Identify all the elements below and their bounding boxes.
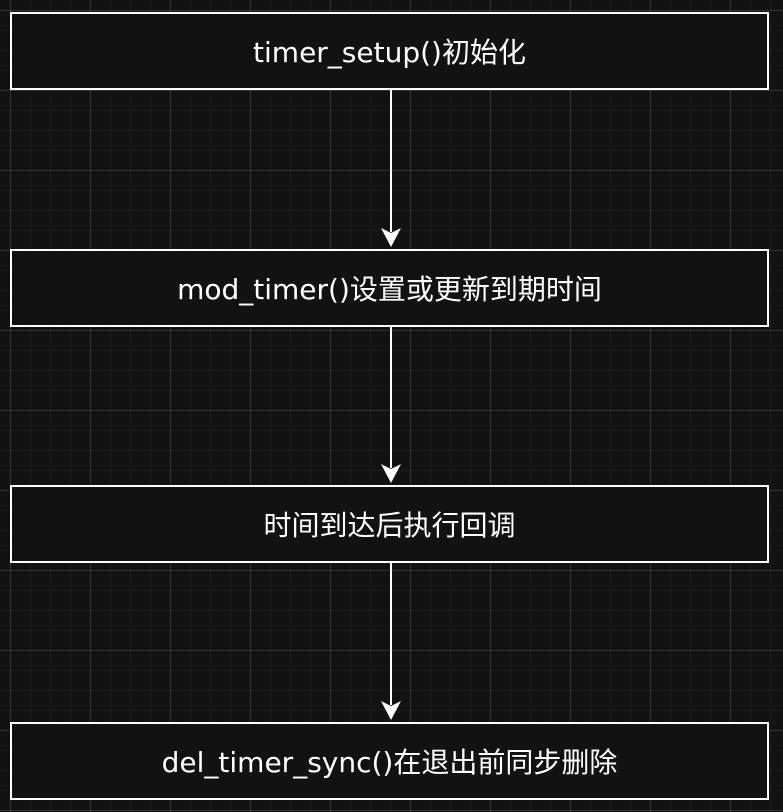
flow-node-del-timer-sync: del_timer_sync()在退出前同步删除 bbox=[10, 722, 769, 800]
flow-node-callback: 时间到达后执行回调 bbox=[10, 485, 769, 563]
node-label: 时间到达后执行回调 bbox=[263, 509, 516, 542]
arrowhead-n4 bbox=[381, 701, 401, 720]
node-label: mod_timer()设置或更新到期时间 bbox=[177, 273, 602, 306]
arrowhead-n2 bbox=[381, 228, 401, 247]
flow-node-timer-setup: timer_setup()初始化 bbox=[10, 12, 769, 90]
flow-node-mod-timer: mod_timer()设置或更新到期时间 bbox=[10, 249, 769, 327]
arrowhead-n3 bbox=[381, 464, 401, 483]
node-label: timer_setup()初始化 bbox=[253, 36, 526, 69]
node-label: del_timer_sync()在退出前同步删除 bbox=[161, 746, 618, 779]
